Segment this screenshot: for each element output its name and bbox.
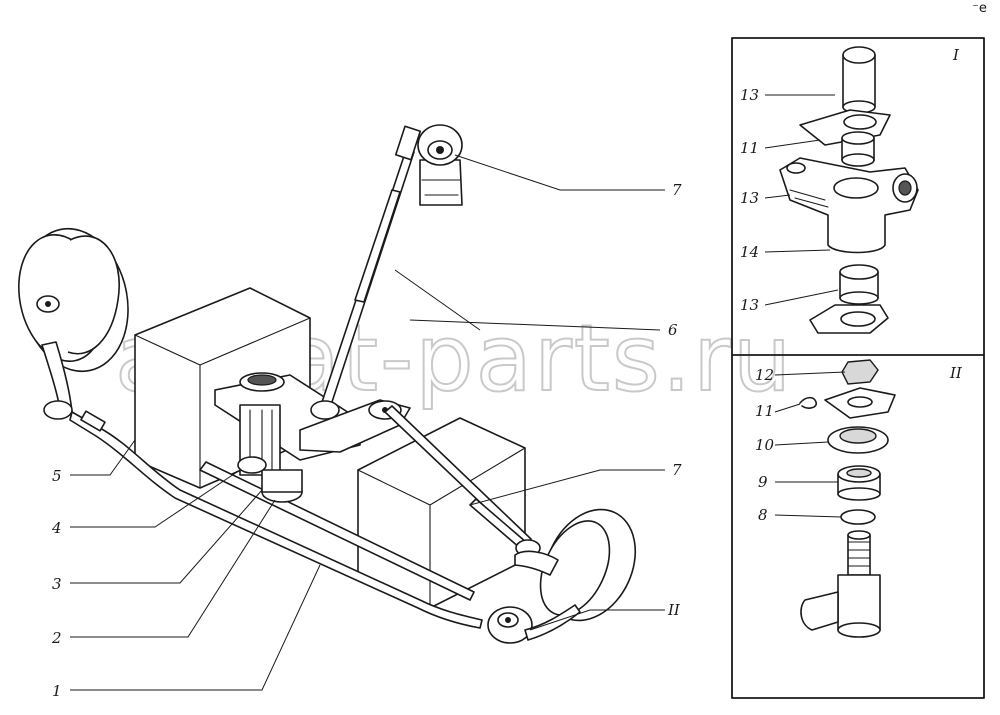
label-II-main: II (667, 601, 681, 619)
tie-rod (69, 410, 483, 629)
part-snap-ring (840, 509, 876, 525)
main-assembly: 1 2 3 4 5 6 7 7 II (18, 124, 682, 700)
part-label-8: 8 (758, 506, 768, 524)
label-3: 3 (52, 575, 62, 593)
part-kingpin (800, 530, 881, 638)
part-bearing (827, 426, 889, 454)
part-bushing-upper (841, 131, 875, 167)
upper-tie-rod (310, 125, 422, 420)
part-label-13-a: 13 (740, 86, 759, 104)
main-leaders (70, 154, 665, 691)
part-castle-nut (841, 359, 879, 385)
label-7-upper: 7 (672, 181, 682, 199)
corner-mark: ⁻e (972, 1, 987, 16)
part-pin (842, 46, 876, 114)
label-4: 4 (51, 519, 62, 537)
part-label-11-b: 11 (755, 402, 774, 420)
panel-II-title: II (949, 364, 963, 382)
left-wheel (18, 227, 129, 373)
panel-II-parts: 12 11 10 9 8 (755, 359, 896, 638)
part-label-12: 12 (755, 366, 774, 384)
upper-knuckle-I (417, 124, 463, 206)
label-1: 1 (52, 682, 62, 700)
part-label-9: 9 (758, 473, 768, 491)
detail-frame: I II (731, 37, 985, 699)
label-2: 2 (51, 629, 62, 647)
part-cotter-pin (799, 396, 818, 409)
panel-I-title: I (952, 46, 960, 64)
part-bushing-9 (837, 465, 881, 501)
part-label-13-c: 13 (740, 296, 759, 314)
label-6: 6 (668, 321, 678, 339)
part-bushing-lower (839, 264, 879, 305)
part-knuckle-arm (779, 157, 919, 254)
label-5: 5 (52, 467, 62, 485)
part-label-14: 14 (740, 243, 759, 261)
panel-I-parts: 13 11 13 14 13 (740, 46, 919, 334)
part-label-13-b: 13 (740, 189, 759, 207)
part-washer-plate (824, 387, 896, 419)
part-label-10: 10 (755, 436, 775, 454)
label-7-lower: 7 (672, 461, 682, 479)
part-label-11-a: 11 (740, 139, 759, 157)
right-wheel (514, 508, 637, 622)
left-steering-knuckle (41, 341, 73, 420)
part-washer-lower (809, 304, 889, 334)
lower-knuckle-II (487, 604, 581, 644)
